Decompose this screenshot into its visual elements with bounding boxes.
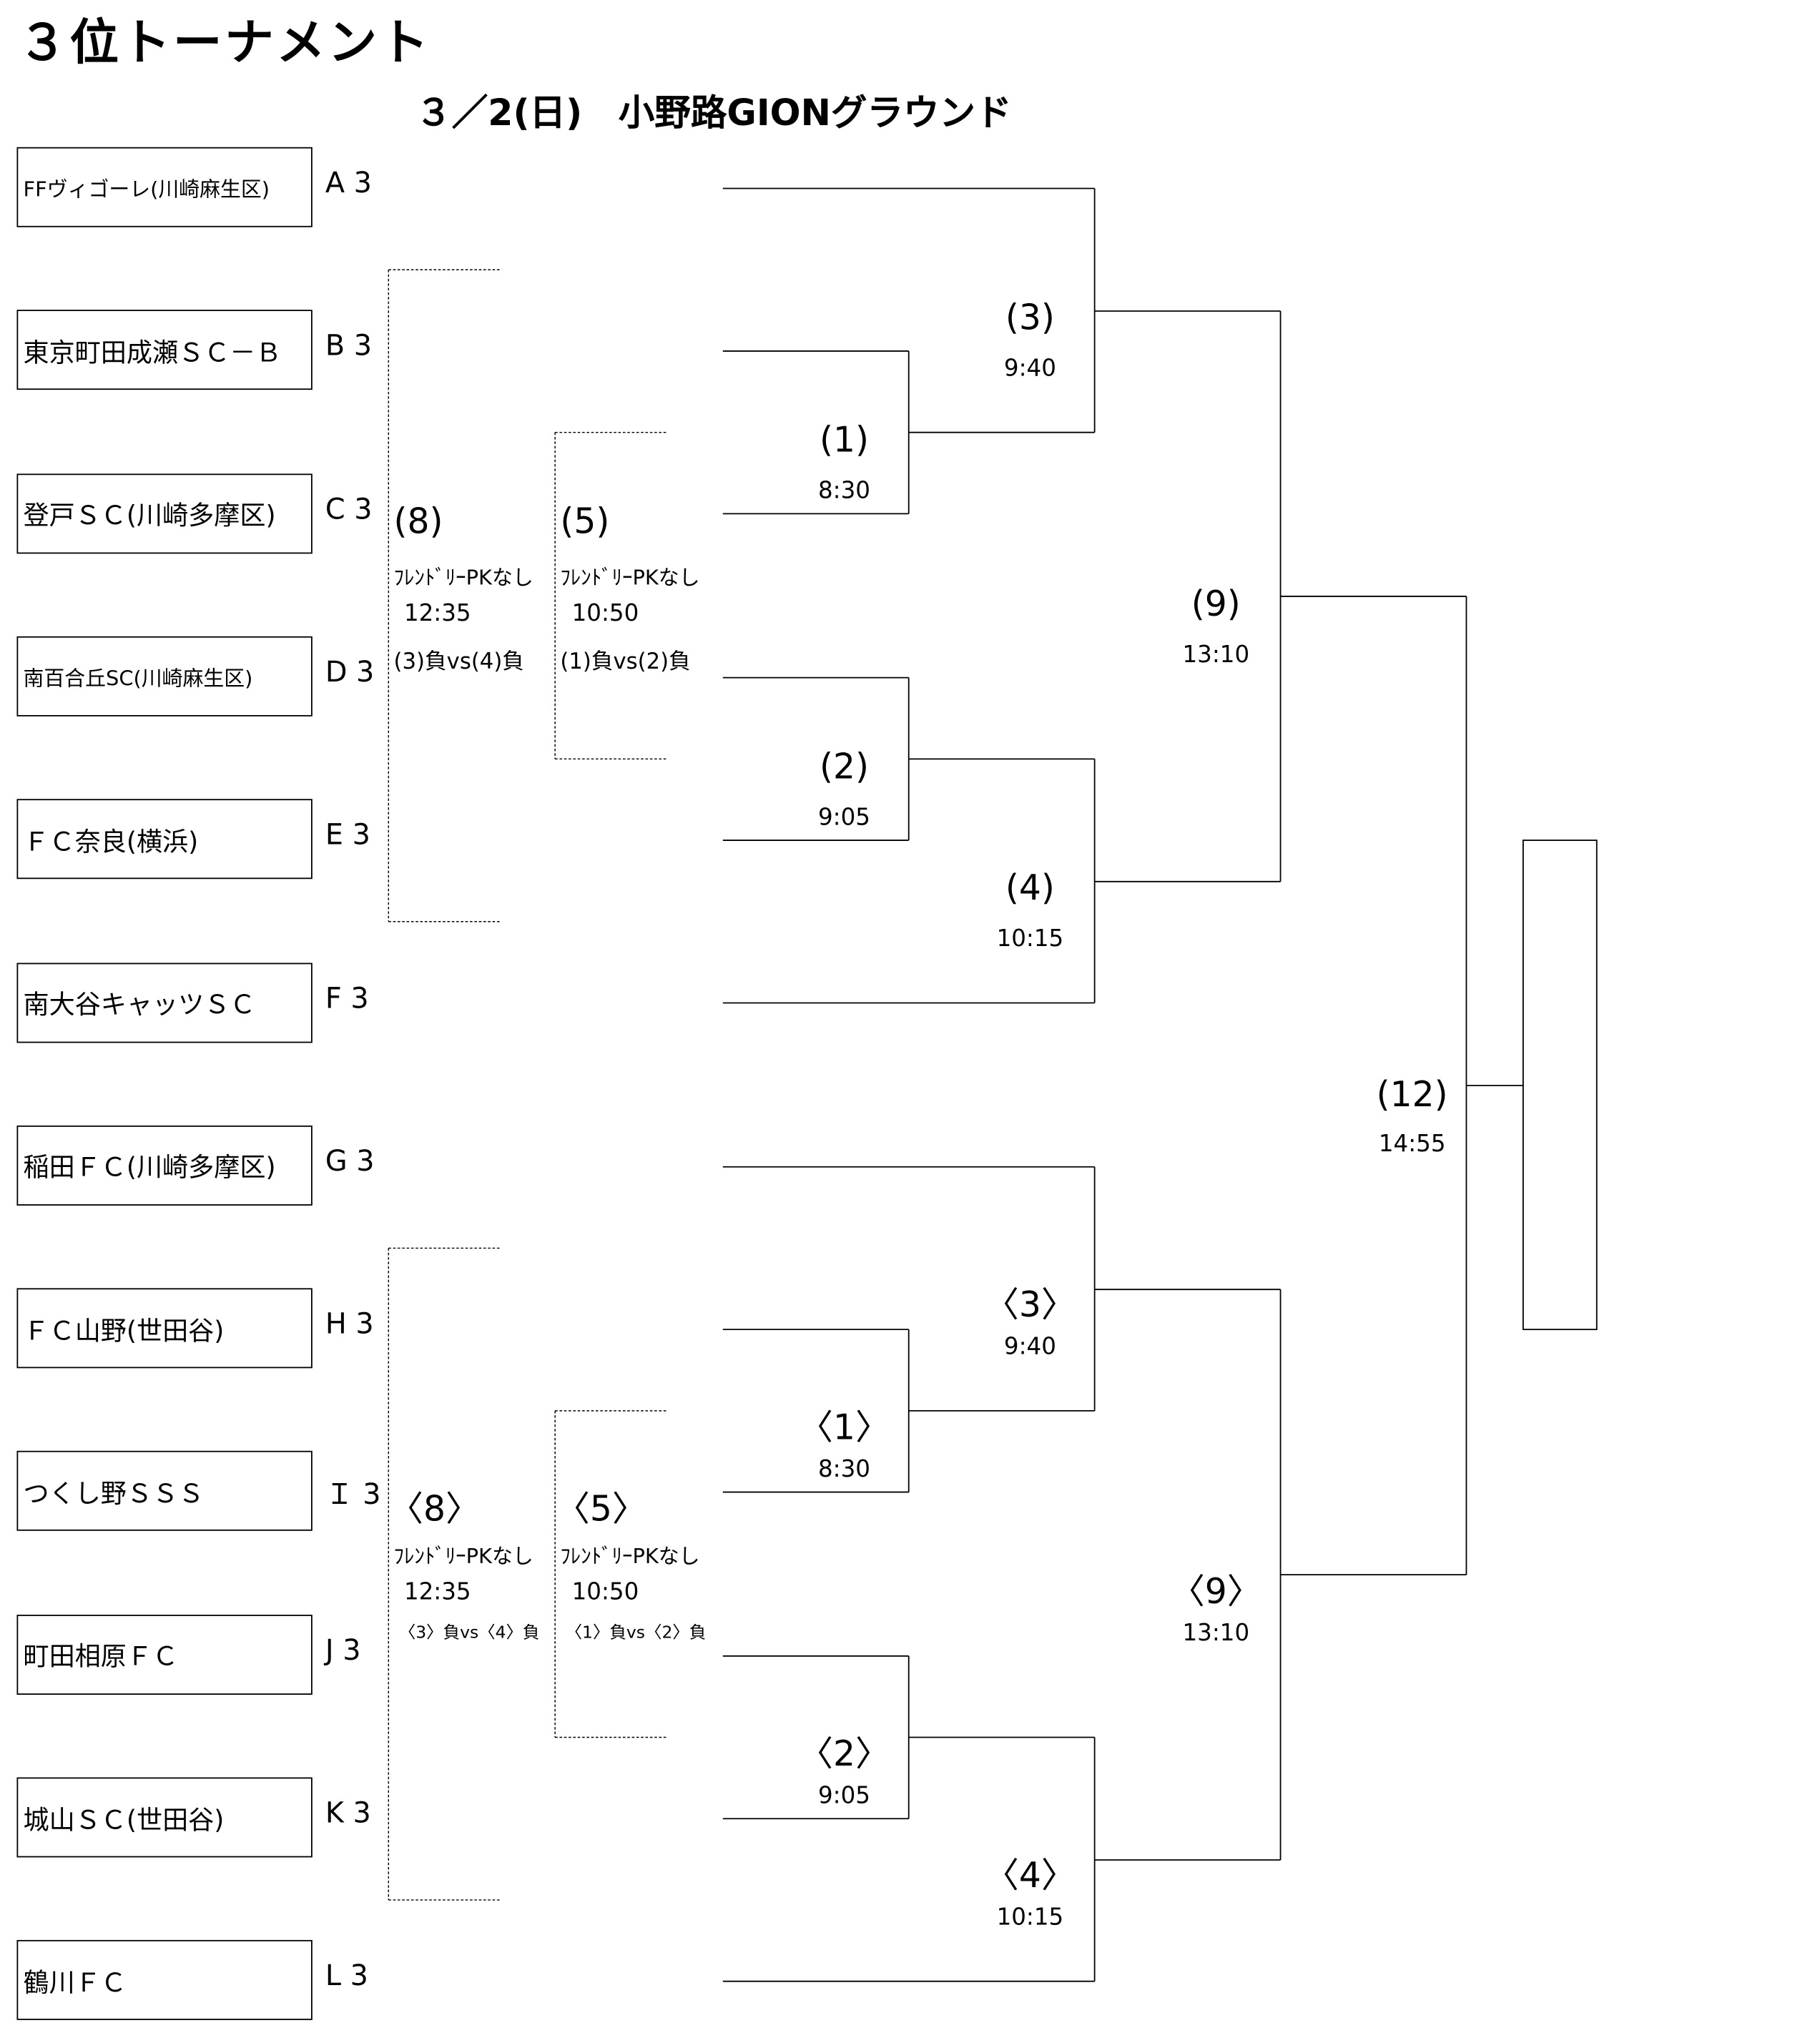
match-number: (3) (1005, 297, 1055, 338)
seed-label: Ｉ 3 (325, 1480, 381, 1512)
team-name: 登戸ＳＣ(川崎多摩区) (23, 499, 276, 531)
seed-label: F 3 (325, 983, 369, 1015)
match-time: 12:35 (403, 600, 471, 628)
team-name: 東京町田成瀬ＳＣ－Ｂ (23, 336, 282, 368)
matchup-text: 〈3〉負vs〈4〉負 (398, 1623, 540, 1643)
seed-label: A 3 (325, 167, 372, 200)
match-time: 12:35 (403, 1578, 471, 1606)
seed-label: J 3 (325, 1635, 361, 1668)
team-name: 町田相原ＦＣ (23, 1640, 179, 1672)
result-box (1522, 840, 1598, 1331)
consolation-match-number: (8) (393, 502, 443, 543)
final-match-time: 14:55 (1378, 1131, 1446, 1158)
team-name: 鶴川ＦＣ (23, 1967, 127, 1998)
match-number: (4) (1005, 868, 1055, 909)
match-time: 13:10 (1182, 1620, 1250, 1648)
match-number: 〈3〉 (984, 1285, 1076, 1326)
page-title: ３位トーナメント (18, 14, 431, 72)
seed-label: L 3 (325, 1961, 368, 1994)
match-time: 10:15 (996, 1904, 1064, 1931)
seed-label: B 3 (325, 330, 373, 363)
matchup-text: (1)負vs(2)負 (560, 649, 691, 676)
match-time: 8:30 (817, 477, 870, 505)
seed-label: C 3 (325, 493, 373, 526)
team-name: 城山ＳＣ(世田谷) (23, 1803, 225, 1835)
seed-label: H 3 (325, 1309, 374, 1342)
team-box: 鶴川ＦＣ (16, 1940, 313, 2021)
team-name: ＦＣ山野(世田谷) (23, 1314, 225, 1346)
seed-label: D 3 (325, 656, 375, 689)
match-rule-note: ﾌﾚﾝﾄﾞﾘｰPKなし (393, 565, 533, 590)
consolation-match-number: 〈5〉 (555, 1489, 647, 1530)
team-box: つくし野ＳＳＳ (16, 1451, 313, 1532)
team-box: ＦＣ山野(世田谷) (16, 1288, 313, 1369)
matchup-text: (3)負vs(4)負 (393, 649, 524, 676)
match-time: 9:40 (1003, 1333, 1056, 1361)
team-box: 南百合丘SC(川崎麻生区) (16, 636, 313, 717)
match-rule-note: ﾌﾚﾝﾄﾞﾘｰPKなし (560, 1543, 700, 1569)
team-box: ＦＣ奈良(横浜) (16, 799, 313, 880)
match-number: 〈9〉 (1170, 1572, 1262, 1613)
match-number: (1) (819, 420, 869, 461)
team-name: 稲田ＦＣ(川崎多摩区) (23, 1151, 276, 1183)
match-rule-note: ﾌﾚﾝﾄﾞﾘｰPKなし (393, 1543, 533, 1569)
match-number: (2) (819, 747, 869, 788)
team-box: 南大谷キャッツＳＣ (16, 962, 313, 1043)
match-number: 〈2〉 (798, 1734, 890, 1775)
final-match-number: (12) (1376, 1075, 1448, 1116)
seed-label: E 3 (325, 819, 370, 852)
consolation-match-number: (5) (560, 502, 610, 543)
match-time: 9:40 (1003, 355, 1056, 383)
match-number: (9) (1191, 584, 1241, 625)
team-name: つくし野ＳＳＳ (23, 1477, 205, 1509)
team-name: 南大谷キャッツＳＣ (23, 988, 256, 1020)
date-venue: ３／2(日) 小野路GIONグラウンド (415, 92, 1012, 134)
match-time: 13:10 (1182, 641, 1250, 669)
team-box: 稲田ＦＣ(川崎多摩区) (16, 1125, 313, 1206)
match-number: 〈4〉 (984, 1856, 1076, 1896)
team-box: 東京町田成瀬ＳＣ－Ｂ (16, 310, 313, 390)
match-time: 10:50 (571, 600, 639, 628)
team-name: 南百合丘SC(川崎麻生区) (23, 666, 253, 691)
match-time: 10:15 (996, 925, 1064, 953)
team-box: 町田相原ＦＣ (16, 1614, 313, 1695)
match-time: 9:05 (817, 804, 870, 832)
matchup-text: 〈1〉負vs〈2〉負 (565, 1623, 707, 1643)
match-time: 9:05 (817, 1782, 870, 1810)
team-name: FFヴィゴーレ(川崎麻生区) (23, 177, 270, 202)
seed-label: K 3 (325, 1798, 371, 1831)
match-number: 〈1〉 (798, 1408, 890, 1449)
match-rule-note: ﾌﾚﾝﾄﾞﾘｰPKなし (560, 565, 700, 590)
team-box: 城山ＳＣ(世田谷) (16, 1777, 313, 1858)
match-time: 10:50 (571, 1578, 639, 1606)
team-box: 登戸ＳＣ(川崎多摩区) (16, 473, 313, 553)
match-time: 8:30 (817, 1456, 870, 1483)
team-name: ＦＣ奈良(横浜) (23, 825, 199, 857)
seed-label: G 3 (325, 1146, 375, 1178)
consolation-match-number: 〈8〉 (388, 1489, 481, 1530)
team-box: FFヴィゴーレ(川崎麻生区) (16, 147, 313, 227)
